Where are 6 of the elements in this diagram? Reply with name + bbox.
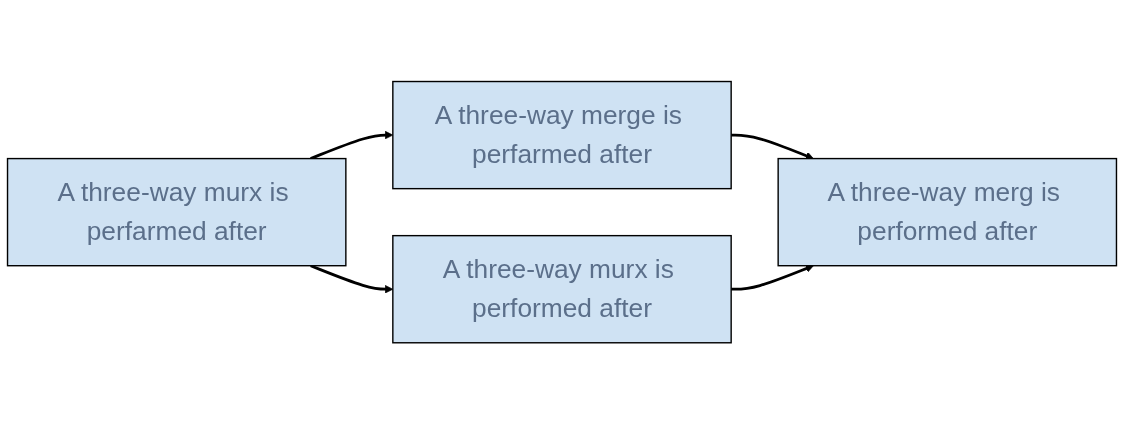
- node-box: A three-way murx is performed after: [392, 234, 732, 344]
- node-box: A three-way merge is perfarmed after: [392, 80, 732, 190]
- node-box: A three-way merg is performed after: [777, 157, 1118, 267]
- arrow: [731, 264, 814, 291]
- node-box: A three-way murx is perfarmed after: [6, 157, 347, 267]
- arrow: [731, 133, 814, 160]
